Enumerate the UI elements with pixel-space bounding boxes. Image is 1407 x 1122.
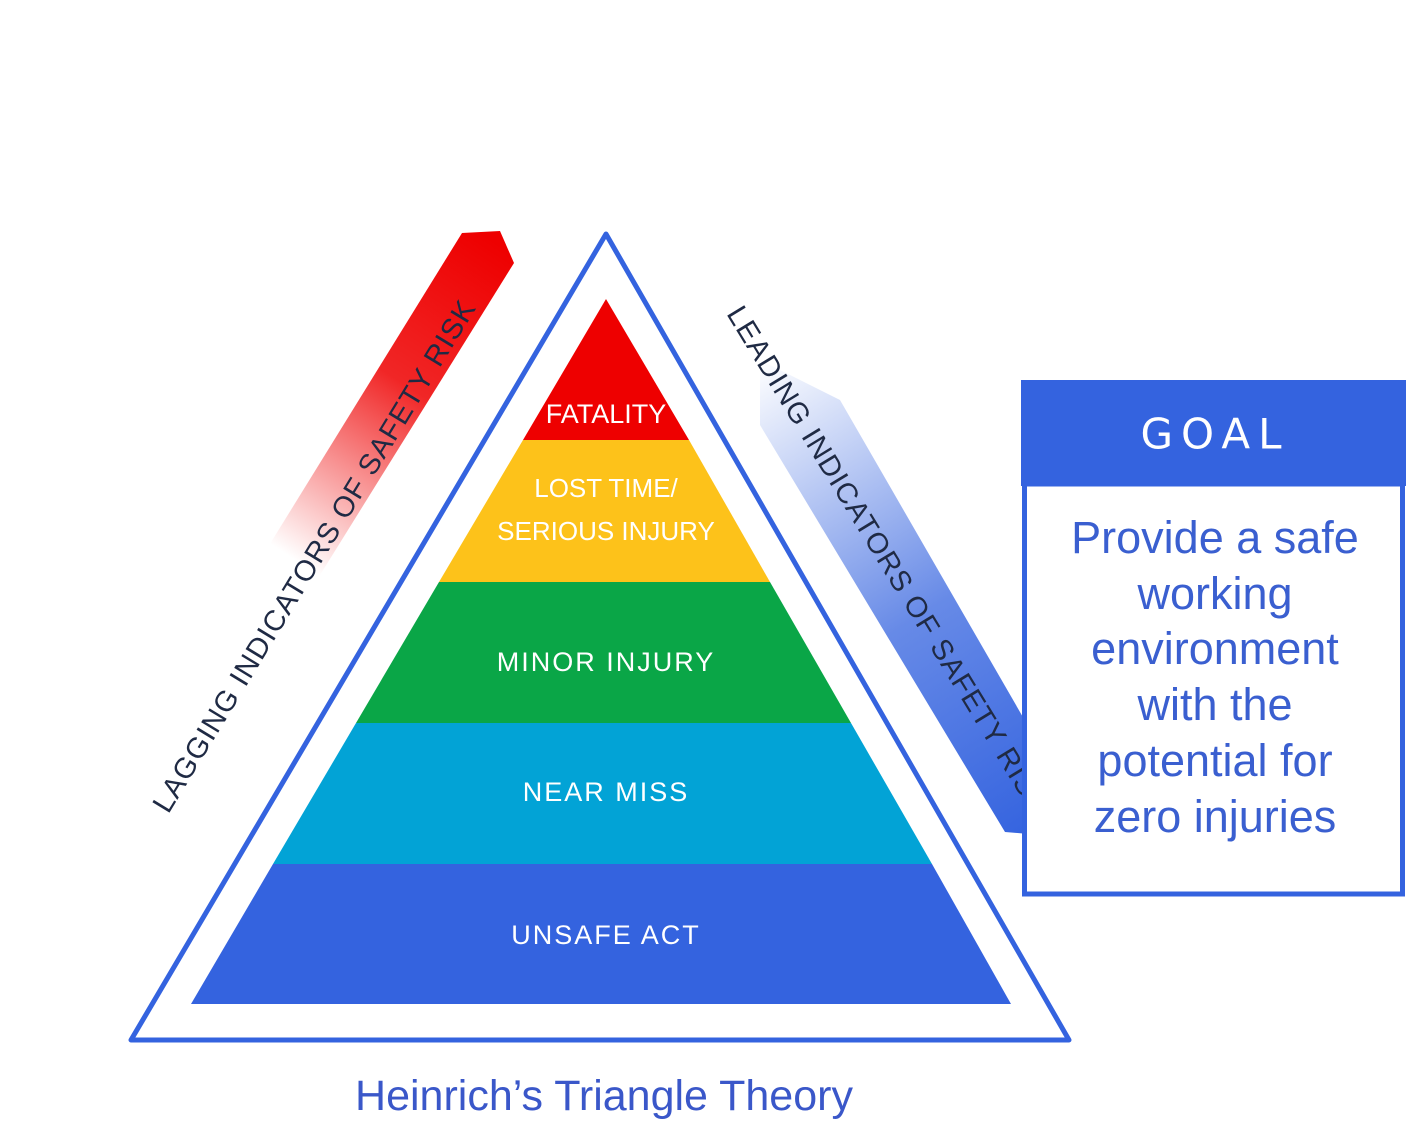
goal-line: potential for — [1097, 735, 1332, 786]
tier-unsafe-act: UNSAFE ACT — [191, 864, 1011, 1004]
goal-line: Provide a safe — [1071, 512, 1359, 563]
tier-label-unsafe-act: UNSAFE ACT — [511, 920, 701, 950]
lagging-arrow-shape — [260, 231, 514, 575]
goal-line: working — [1136, 568, 1292, 619]
tier-label-fatality: FATALITY — [546, 399, 667, 429]
tier-label-serious-injury: SERIOUS INJURY — [497, 516, 715, 546]
tier-minor-injury: MINOR INJURY — [356, 582, 851, 723]
goal-body-border — [1022, 481, 1405, 897]
leading-arrow-shape — [760, 360, 1065, 836]
tier-lost-time-serious-injury: LOST TIME/ SERIOUS INJURY — [439, 440, 770, 582]
goal-box: GOAL Provide a safe working environment … — [1021, 380, 1406, 897]
outer-triangle-outline — [128, 231, 1072, 1043]
goal-text: Provide a safe working environment with … — [1071, 512, 1359, 842]
pyramid: FATALITY LOST TIME/ SERIOUS INJURY MINOR… — [191, 299, 1011, 1004]
tier-label-near-miss: NEAR MISS — [523, 777, 690, 807]
goal-line: with the — [1136, 679, 1292, 730]
goal-header-bg — [1021, 380, 1406, 486]
diagram-caption: Heinrich’s Triangle Theory — [355, 1072, 853, 1120]
goal-header: GOAL — [1141, 410, 1290, 459]
goal-line: environment — [1091, 623, 1339, 674]
tier-label-lost-time: LOST TIME/ — [534, 473, 678, 503]
goal-line: zero injuries — [1094, 791, 1337, 842]
tier-fatality: FATALITY — [523, 299, 689, 440]
tier-label-minor-injury: MINOR INJURY — [497, 647, 716, 677]
tier-near-miss: NEAR MISS — [273, 723, 932, 864]
